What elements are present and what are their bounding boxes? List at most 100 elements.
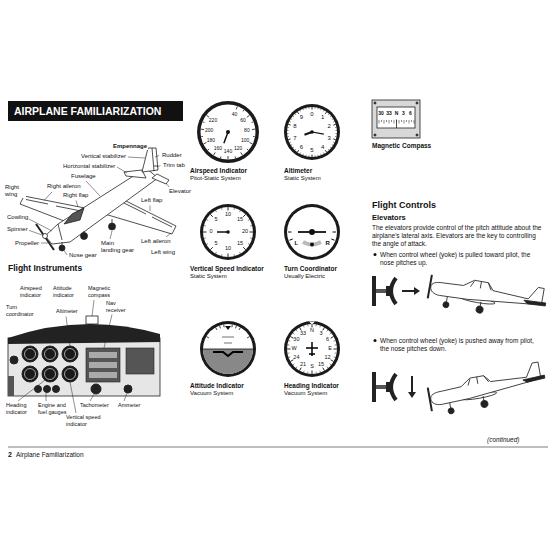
part-label: Empennage bbox=[112, 143, 148, 150]
dial-tick bbox=[296, 330, 297, 332]
dial-tick bbox=[288, 232, 292, 233]
leader-line bbox=[66, 317, 70, 347]
dial-bezel bbox=[200, 321, 256, 377]
dial-tick bbox=[303, 371, 305, 373]
yoke-panel bbox=[372, 276, 376, 306]
dial-tick bbox=[287, 127, 288, 128]
dial-tick bbox=[319, 371, 321, 373]
dial-tick bbox=[299, 153, 301, 154]
dial-tick bbox=[289, 142, 290, 144]
pitch-line bbox=[222, 337, 234, 338]
dial-face bbox=[203, 207, 253, 257]
leader-line bbox=[157, 166, 161, 168]
dial-tick bbox=[221, 254, 223, 256]
yoke-column bbox=[8, 376, 14, 396]
dial-tick bbox=[323, 368, 325, 371]
propeller-side bbox=[428, 275, 432, 299]
gear-strut bbox=[449, 403, 451, 408]
dial-tick bbox=[333, 124, 335, 126]
dial-number: 30 bbox=[293, 337, 299, 343]
gauge-icon bbox=[62, 346, 78, 362]
instrument-callout: Vertical speed indicator bbox=[66, 414, 104, 427]
dial-number: 160 bbox=[214, 146, 222, 151]
pull-arrow-head bbox=[414, 287, 420, 295]
part-label: Right wing bbox=[4, 184, 26, 198]
instrument-callout: Magnetic compass bbox=[88, 285, 120, 298]
down-arrow bbox=[411, 376, 413, 392]
radio-unit bbox=[89, 362, 117, 368]
dial-tick bbox=[248, 244, 250, 245]
engine-gauge bbox=[53, 386, 60, 393]
part-label: Vertical stabilizer bbox=[80, 153, 127, 160]
miniature-airplane bbox=[213, 352, 243, 356]
yoke-panel bbox=[372, 372, 376, 402]
dial-tick bbox=[305, 108, 306, 109]
instrument-callout: Turn coordinator bbox=[6, 304, 38, 317]
dial-tick bbox=[240, 252, 241, 254]
dial-number: 0 bbox=[310, 111, 313, 117]
engine-gauge bbox=[35, 386, 42, 393]
gauge-icon bbox=[62, 366, 78, 382]
nose-wheel bbox=[448, 407, 455, 414]
dial-tick bbox=[250, 143, 253, 144]
leader-line bbox=[64, 251, 67, 256]
dial-number: 6 bbox=[326, 337, 329, 343]
main-wheel bbox=[476, 306, 484, 314]
instrument-callout: Attitude indicator bbox=[53, 285, 81, 298]
screw bbox=[374, 102, 376, 104]
dial-tick bbox=[233, 254, 235, 256]
leader-line bbox=[104, 315, 112, 349]
dial-tick bbox=[319, 326, 321, 328]
dial-tick bbox=[297, 112, 298, 114]
instrument-node: Magnetic Compass bbox=[372, 100, 444, 150]
leader-line bbox=[41, 243, 48, 244]
dial-tick bbox=[334, 340, 336, 342]
dial-tick bbox=[247, 115, 250, 117]
dial-tick bbox=[290, 337, 293, 339]
dial-tick bbox=[235, 157, 236, 159]
dial-number: 20 bbox=[242, 229, 248, 235]
dial-tick bbox=[289, 239, 292, 240]
instrument-callout: Ammeter bbox=[118, 402, 140, 409]
dial-tick bbox=[302, 109, 304, 110]
dial-tick bbox=[331, 360, 334, 362]
dial-hub bbox=[226, 230, 230, 234]
dial-number: 4 bbox=[321, 144, 324, 150]
dial-tick bbox=[333, 142, 334, 144]
leader-line bbox=[76, 201, 78, 208]
dial-hub bbox=[226, 130, 230, 134]
rudder-hinge bbox=[152, 148, 154, 171]
attitude-dial bbox=[200, 321, 256, 377]
gear-strut bbox=[112, 219, 113, 223]
dial-tick bbox=[330, 364, 332, 365]
instrument-name: Altimeter bbox=[284, 167, 370, 175]
dial-tick bbox=[312, 107, 313, 110]
part-label: Left wing bbox=[150, 249, 176, 256]
compass-tick bbox=[414, 120, 415, 124]
dial-tick bbox=[307, 324, 308, 326]
compass-number: 33 bbox=[386, 111, 392, 116]
dial-tick bbox=[233, 208, 235, 210]
window-lines bbox=[470, 280, 492, 291]
dial-number: 33 bbox=[300, 331, 306, 337]
dial-tick bbox=[243, 247, 245, 249]
gauge-ring bbox=[25, 369, 36, 380]
dial-tick bbox=[250, 237, 252, 239]
instrument-panel bbox=[8, 316, 160, 396]
pull-arrow bbox=[402, 290, 414, 292]
leader-line bbox=[166, 233, 171, 237]
fuselage-side bbox=[428, 362, 543, 406]
dial-tick bbox=[299, 110, 301, 111]
dial-number: 40 bbox=[232, 112, 238, 117]
dial-tick bbox=[220, 157, 221, 159]
leader-line bbox=[27, 218, 52, 231]
dial-tick bbox=[203, 232, 207, 233]
dial-tick bbox=[305, 155, 306, 156]
dial-tick bbox=[314, 155, 315, 156]
leader-line bbox=[150, 206, 151, 212]
dial-number: 6 bbox=[300, 144, 303, 150]
dial-number: 3 bbox=[319, 331, 322, 337]
dial-tick bbox=[295, 149, 296, 150]
dial-face bbox=[287, 324, 337, 374]
